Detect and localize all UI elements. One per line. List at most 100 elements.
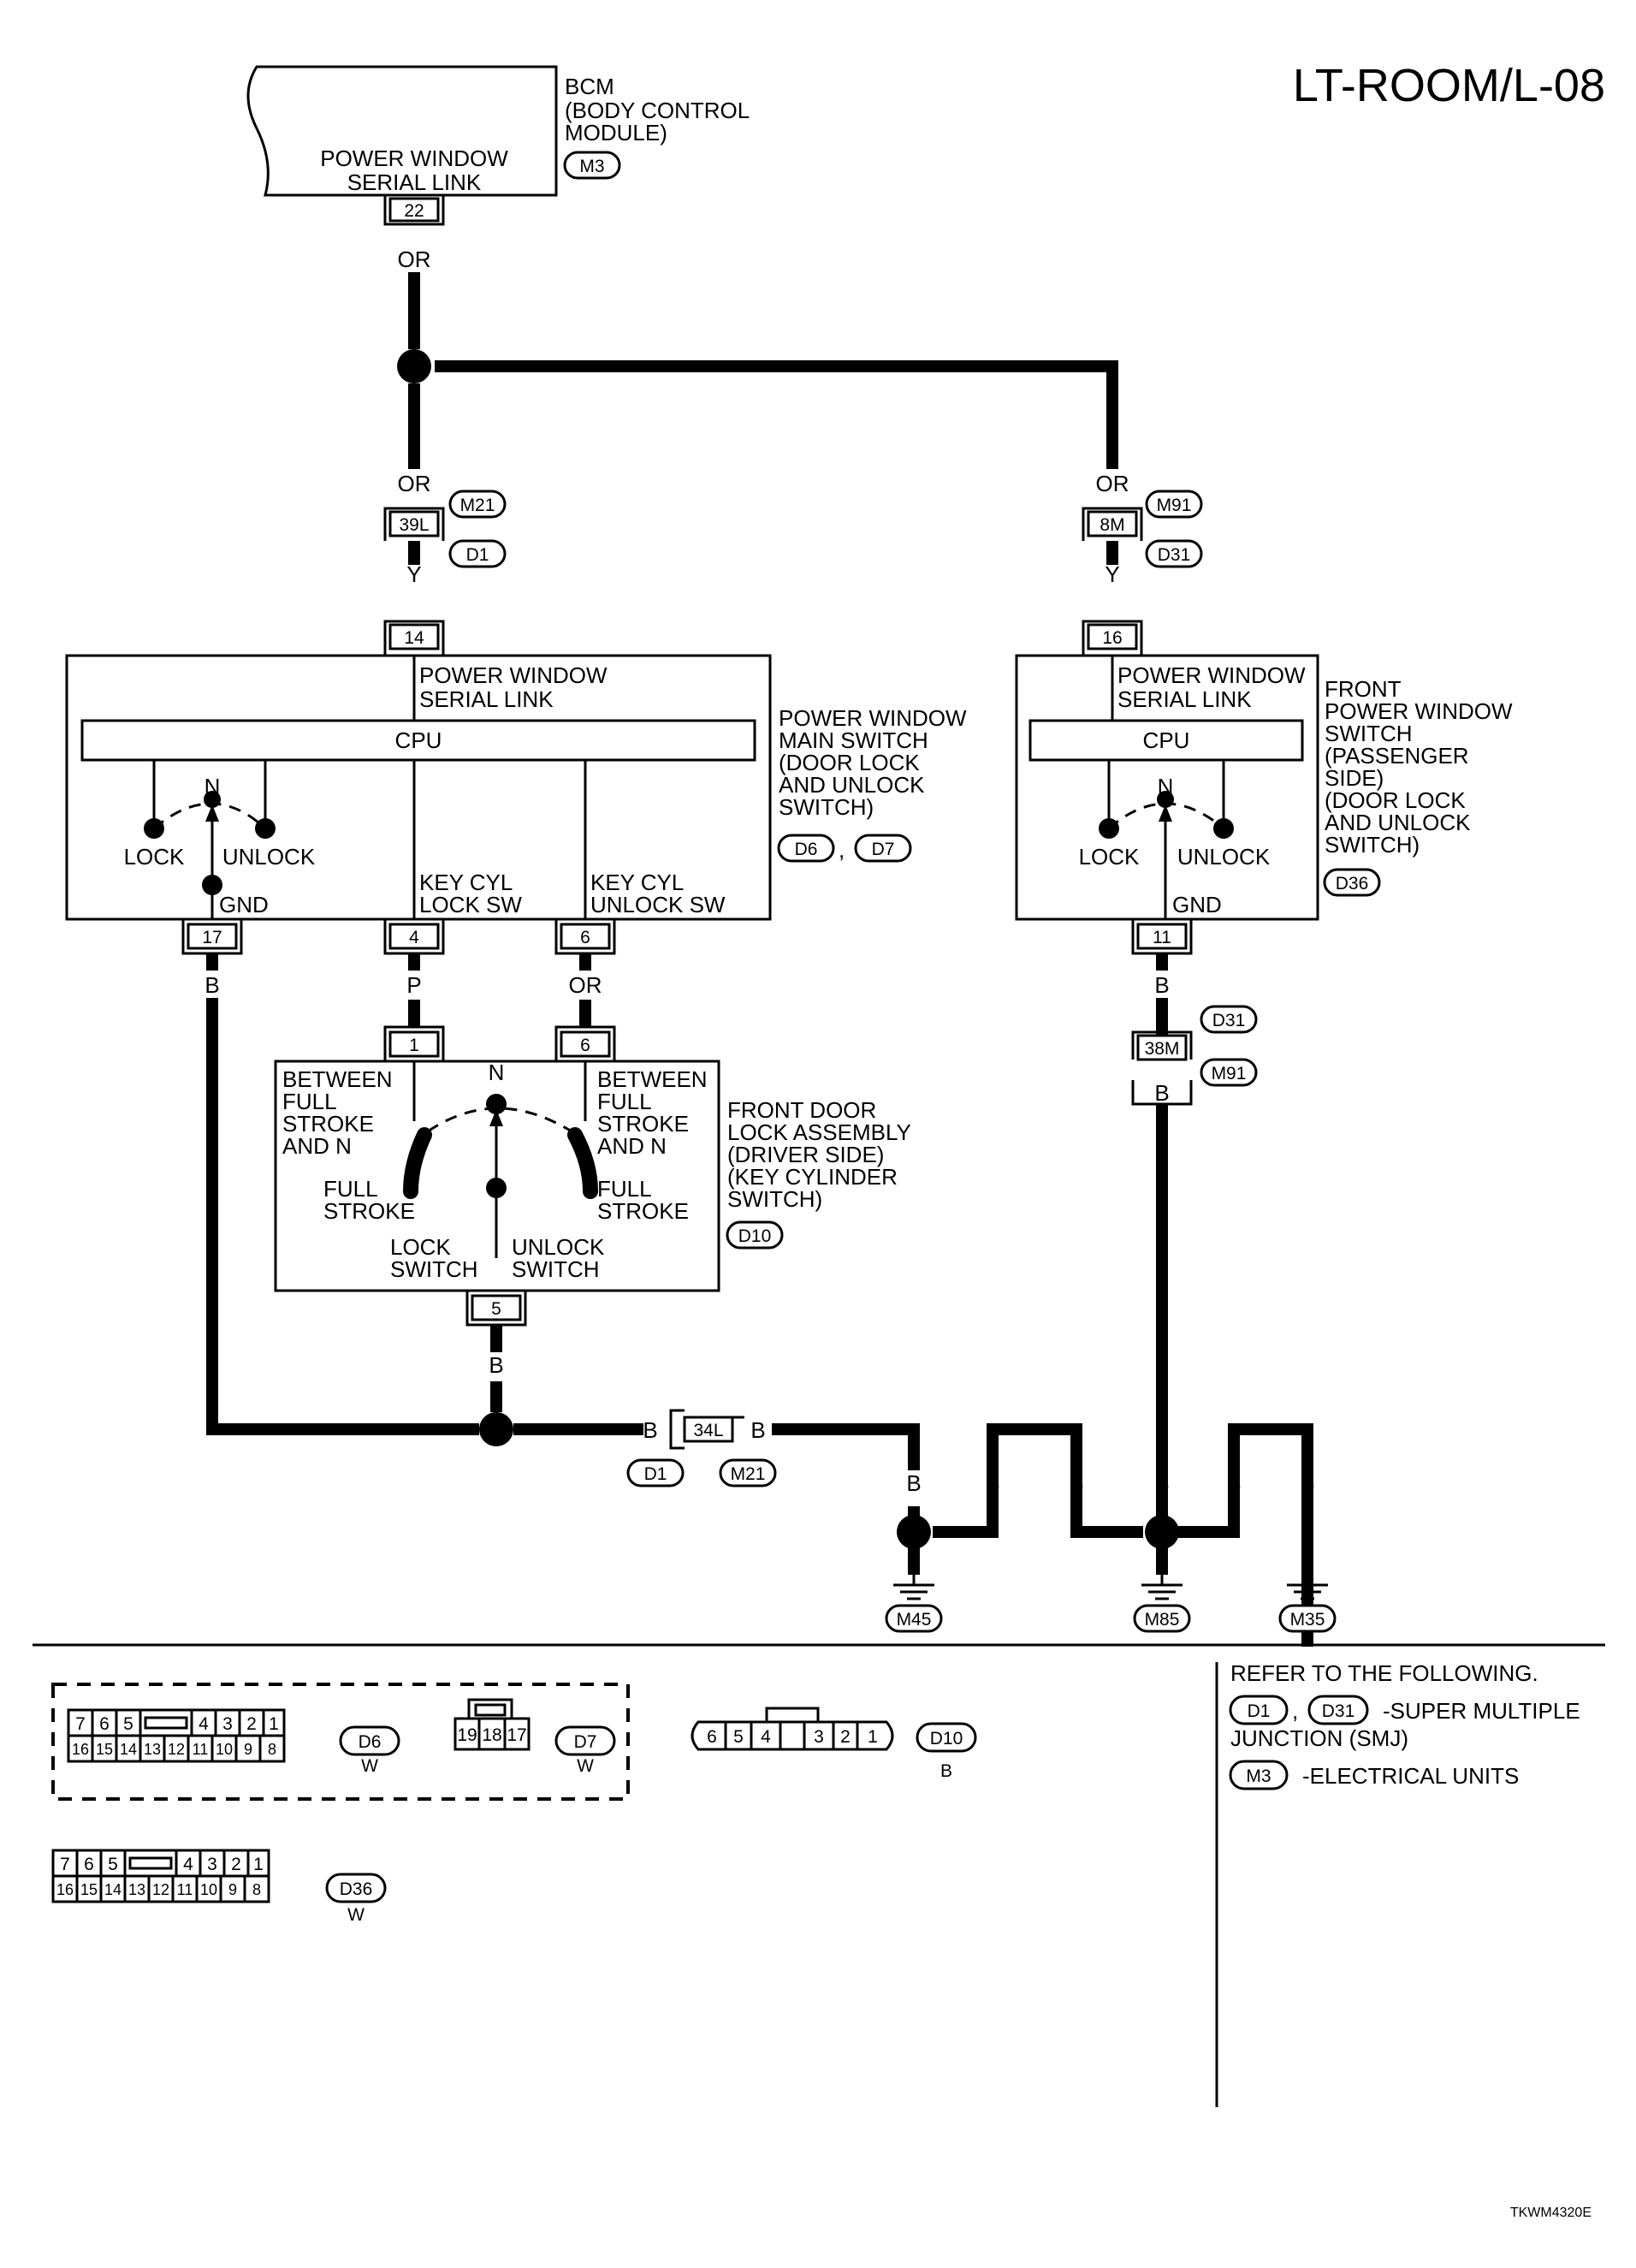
d10-pin-3: 3 — [814, 1727, 824, 1747]
door-full-right-1: FULL — [597, 1176, 652, 1202]
bcm-name-3: MODULE) — [565, 120, 667, 145]
reference-units-m3: M3 — [1246, 1766, 1271, 1786]
wire-color-b-g6: B — [1300, 1470, 1314, 1496]
door-pin-5: 5 — [491, 1299, 501, 1319]
main-gnd-label: GND — [219, 892, 269, 917]
d7-pin-19: 19 — [457, 1725, 477, 1745]
main-label-2: MAIN SWITCH — [779, 727, 928, 753]
main-connector-separator: , — [839, 837, 845, 863]
connector-d10-color: B — [940, 1761, 952, 1781]
pass-label-6: (DOOR LOCK — [1325, 787, 1466, 813]
connector-d36-id: D36 — [340, 1879, 373, 1899]
reference-smj-1: -SUPER MULTIPLE — [1383, 1698, 1580, 1724]
main-pin-17: 17 — [202, 928, 222, 947]
page-title: LT-ROOM/L-08 — [1293, 60, 1605, 111]
main-keyunlock-2: UNLOCK SW — [590, 892, 726, 917]
door-pin-1: 1 — [409, 1036, 419, 1055]
junction-34l-conn-1: D1 — [644, 1464, 667, 1484]
d7-pin-18: 18 — [482, 1725, 501, 1745]
connector-pin: 1 — [269, 1714, 279, 1734]
wire-color-b-right: B — [1154, 972, 1169, 998]
bcm-pin-22: 22 — [404, 201, 424, 221]
connector-pin: 15 — [96, 1741, 113, 1758]
d10-pin-4: 4 — [761, 1727, 771, 1747]
connector-pin: 13 — [128, 1881, 145, 1898]
ground-m85-label: M85 — [1145, 1610, 1180, 1630]
door-label-2: LOCK ASSEMBLY — [727, 1119, 911, 1145]
door-connector-d10: D10 — [738, 1226, 772, 1246]
connector-d36-color: W — [347, 1905, 365, 1925]
bcm-unit: POWER WINDOW SERIAL LINK BCM (BODY CONTR… — [246, 65, 750, 226]
wire-color-y-left: Y — [406, 561, 421, 587]
main-switch: 14 POWER WINDOW SERIAL LINK CPU N LOCK U… — [65, 620, 967, 955]
connector-pin: 3 — [222, 1714, 233, 1734]
pass-label-3: SWITCH — [1325, 721, 1413, 746]
main-switch-box — [65, 654, 772, 921]
main-pin-4: 4 — [409, 928, 419, 947]
connector-view-d10: 6 5 4 3 2 1 D10 B — [691, 1707, 977, 1781]
connector-pin: 10 — [216, 1741, 233, 1758]
junction-34l-terminal: 34L — [693, 1421, 723, 1440]
main-cpu-label: CPU — [395, 727, 442, 753]
splice-m85 — [1145, 1515, 1179, 1549]
reference-heading: REFER TO THE FOLLOWING. — [1230, 1660, 1538, 1686]
door-pin-6: 6 — [580, 1036, 590, 1055]
main-keylock-1: KEY CYL — [419, 870, 513, 895]
door-full-left-2: STROKE — [323, 1198, 415, 1224]
door-between-right-1: BETWEEN — [597, 1066, 708, 1092]
connector-pin: 8 — [252, 1881, 261, 1898]
connector-pin: 12 — [168, 1741, 185, 1758]
junction-39l: 39L M21 D1 — [383, 490, 507, 568]
pass-connector-d36: D36 — [1336, 874, 1369, 894]
door-n-label: N — [489, 1060, 505, 1085]
junction-8m-conn-2: D31 — [1158, 545, 1191, 565]
door-label-3: (DRIVER SIDE) — [727, 1142, 884, 1167]
ground-m45: M45 — [885, 1575, 943, 1633]
passenger-switch-box — [1015, 654, 1319, 921]
pass-gnd-label: GND — [1172, 892, 1222, 917]
passenger-switch: 16 POWER WINDOW SERIAL LINK CPU N LOCK U… — [1015, 620, 1513, 955]
junction-34l-conn-2: M21 — [731, 1464, 766, 1484]
main-pin-14: 14 — [404, 628, 424, 648]
connector-pin: 4 — [183, 1855, 193, 1874]
door-lock-switch-2: SWITCH — [390, 1256, 478, 1282]
connector-d6-id: D6 — [359, 1732, 382, 1752]
main-lock-label: LOCK — [124, 844, 185, 870]
connector-pin: 7 — [60, 1855, 70, 1874]
junction-8m-terminal: 8M — [1100, 515, 1124, 535]
connector-pin: 12 — [152, 1881, 169, 1898]
d10-pin-2: 2 — [840, 1727, 851, 1747]
junction-39l-conn-2: D1 — [466, 545, 489, 565]
reference-panel: REFER TO THE FOLLOWING. D1 , D31 -SUPER … — [1229, 1660, 1580, 1790]
door-label-1: FRONT DOOR — [727, 1097, 876, 1123]
reference-smj-2: JUNCTION (SMJ) — [1230, 1725, 1408, 1751]
main-connector-d7: D7 — [872, 840, 895, 859]
junction-39l-terminal: 39L — [399, 515, 429, 535]
d7-pin-17: 17 — [507, 1725, 526, 1745]
reference-separator: , — [1292, 1698, 1298, 1724]
door-between-right-4: AND N — [597, 1133, 667, 1159]
door-label-4: (KEY CYLINDER — [727, 1164, 898, 1190]
image-code: TKWM4320E — [1510, 2206, 1592, 2220]
connector-pin: 5 — [108, 1855, 118, 1874]
reference-smj-d31: D31 — [1322, 1701, 1355, 1721]
bcm-connector-label: M3 — [579, 157, 604, 176]
main-label-3: (DOOR LOCK — [779, 750, 920, 775]
junction-38m-conn-2: M91 — [1212, 1064, 1247, 1084]
wire-harness — [206, 272, 1313, 1647]
connector-slot — [128, 1856, 173, 1870]
pass-serial-2: SERIAL LINK — [1117, 686, 1252, 712]
main-serial-2: SERIAL LINK — [419, 686, 554, 712]
connector-pin: 7 — [75, 1714, 86, 1734]
connector-d7-color: W — [577, 1756, 594, 1776]
main-keylock-2: LOCK SW — [419, 892, 522, 917]
d10-pin-6: 6 — [707, 1727, 717, 1747]
pass-label-4: (PASSENGER — [1325, 743, 1469, 769]
door-label-5: SWITCH) — [727, 1186, 822, 1212]
connector-pin: 5 — [123, 1714, 133, 1734]
door-lock-assembly: 1 6 N BETWEEN FULL STROKE AND N BETWEEN … — [274, 1025, 911, 1327]
main-keyunlock-1: KEY CYL — [590, 870, 684, 895]
